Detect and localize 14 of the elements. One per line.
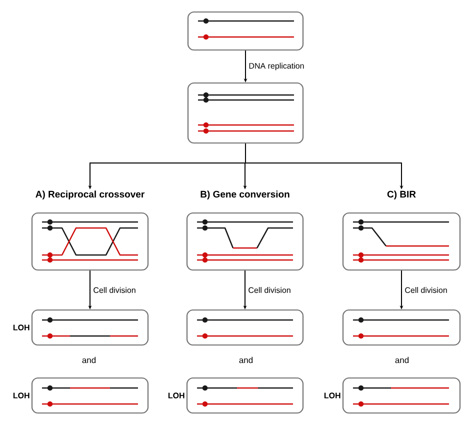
edge-label: Cell division xyxy=(405,287,447,293)
side-label: LOH xyxy=(168,392,184,398)
connector-word: and xyxy=(82,356,96,364)
edge-label: DNA replication xyxy=(249,62,304,70)
heading: A) Reciprocal crossover xyxy=(36,190,144,200)
side-label: LOH xyxy=(13,324,30,330)
heading: B) Gene conversion xyxy=(200,190,290,200)
edge-label: Cell division xyxy=(94,287,136,293)
side-label: LOH xyxy=(13,392,30,398)
connector-word: and xyxy=(239,356,253,364)
side-label: LOH xyxy=(324,392,340,398)
heading: C) BIR xyxy=(387,190,416,200)
edge-label: Cell division xyxy=(248,287,290,293)
connector-word: and xyxy=(395,356,409,364)
